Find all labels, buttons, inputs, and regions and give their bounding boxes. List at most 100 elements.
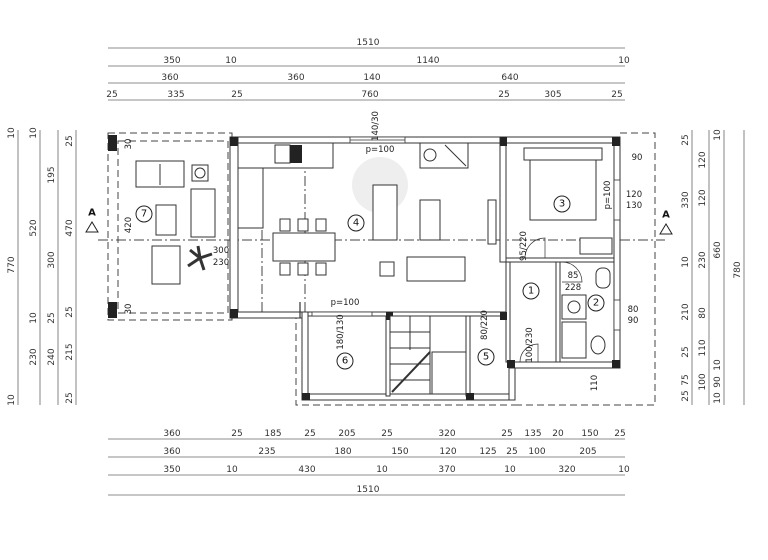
dimension-label: 125 [479, 447, 496, 457]
dimension-label: 10 [681, 256, 691, 268]
shower [561, 294, 587, 320]
roof-outline [515, 132, 656, 406]
door-5-label: 80/220 [480, 310, 490, 340]
door-1-label: 100/230 [525, 327, 535, 362]
window-2-width: 80 [628, 305, 639, 315]
dimension-label: 120 [698, 189, 708, 206]
dimension-lines [17, 47, 745, 496]
svg-text:7: 7 [141, 209, 147, 220]
dimension-label: 1510 [357, 485, 380, 495]
dimension-label: 10 [376, 465, 388, 475]
room-4: 4 [347, 214, 365, 232]
dimension-label: 180 [334, 447, 351, 457]
staircase [389, 315, 467, 395]
terrace-inner-outline [117, 140, 229, 314]
dimension-label: 140 [363, 73, 380, 83]
svg-text:2: 2 [593, 298, 599, 309]
sill-3-label: p=100 [603, 181, 613, 210]
kitchen-counter-side [237, 167, 264, 229]
stove [419, 142, 469, 169]
dimension-label: 1140 [417, 56, 440, 66]
sink [595, 267, 611, 289]
svg-text:4: 4 [353, 218, 359, 229]
door-swing [524, 237, 546, 259]
room-3: 3 [553, 195, 571, 213]
lounge-seat [190, 188, 216, 238]
dimension-label: 660 [713, 241, 723, 258]
dimension-label: 330 [681, 191, 691, 208]
dimension-label: 120 [698, 151, 708, 168]
dimension-label: 150 [581, 429, 598, 439]
dimension-label: 360 [287, 73, 304, 83]
dimension-label: 25 [501, 429, 512, 439]
dimension-label: 10 [29, 127, 39, 139]
dimension-label: 25 [65, 392, 75, 403]
dimension-label: 205 [579, 447, 596, 457]
window-3-width: 120 [626, 190, 642, 200]
dimension-label: 90 [713, 376, 723, 388]
corner-top-label: 30 [124, 139, 134, 150]
door-3-label: 95/220 [519, 231, 529, 261]
dimension-label: 230 [698, 251, 708, 268]
dimension-label: 370 [438, 465, 455, 475]
dimension-label: 10 [618, 56, 630, 66]
annotations: 140/30 p=100 420 300 230 p=100 180/130 9… [124, 111, 642, 391]
window-6-label: 180/130 [336, 314, 346, 349]
dimension-label: 235 [258, 447, 275, 457]
dimension-label: 25 [498, 90, 509, 100]
dimension-label: 25 [381, 429, 392, 439]
window-top-label: 140/30 [371, 111, 381, 141]
dimension-label: 25 [106, 90, 117, 100]
window-3-height: 130 [626, 201, 642, 211]
door-swing [519, 343, 539, 363]
room-6: 6 [336, 352, 354, 370]
dimension-label: 110 [698, 339, 708, 356]
room-1: 1 [522, 282, 540, 300]
toilet [590, 335, 606, 355]
dimension-label: 10 [504, 465, 516, 475]
dimension-label: 210 [681, 303, 691, 320]
dimension-label: 770 [7, 256, 17, 273]
door-2-height: 228 [565, 283, 581, 293]
sill-top-label: p=100 [366, 145, 395, 155]
section-marker-right: A [659, 210, 673, 235]
dimension-label: 100 [528, 447, 545, 457]
dimension-label: 25 [614, 429, 625, 439]
dimension-label: 195 [47, 166, 57, 183]
dimension-label: 20 [552, 429, 564, 439]
cabinet [419, 199, 441, 241]
room-2: 2 [587, 294, 605, 312]
shower-2 [561, 321, 587, 359]
sill-bottom-label: p=100 [331, 298, 360, 308]
svg-text:A: A [662, 210, 670, 221]
dimension-label: 10 [713, 129, 723, 141]
svg-text:A: A [88, 208, 96, 219]
dimension-label: 320 [438, 429, 455, 439]
offset-3-label: 90 [632, 153, 643, 163]
dimension-label: 10 [7, 127, 17, 139]
room-5: 5 [477, 348, 495, 366]
svg-text:6: 6 [342, 356, 348, 367]
coffee-table [379, 261, 395, 277]
dimension-label: 360 [161, 73, 178, 83]
dimension-label: 25 [231, 90, 242, 100]
dimension-label: 10 [225, 56, 237, 66]
dining-table [272, 232, 336, 262]
dimension-label: 335 [167, 90, 184, 100]
dimension-label: 10 [7, 394, 17, 406]
door-2-width: 85 [568, 271, 579, 281]
corner-bottom-label: 30 [124, 304, 134, 315]
dimension-label: 25 [304, 429, 315, 439]
dimension-label: 10 [29, 312, 39, 324]
terrace-outline [107, 132, 233, 321]
dimension-label: 10 [713, 359, 723, 371]
dimension-label: 520 [29, 219, 39, 236]
dimension-label: 230 [29, 348, 39, 365]
dimension-label: 25 [681, 390, 691, 401]
tv-unit [487, 199, 497, 245]
section-arrow-icon [659, 223, 673, 235]
dimension-label: 300 [47, 251, 57, 268]
dimension-label: 100 [698, 373, 708, 390]
offset-1-label: 110 [590, 375, 600, 391]
fireplace [372, 184, 398, 241]
